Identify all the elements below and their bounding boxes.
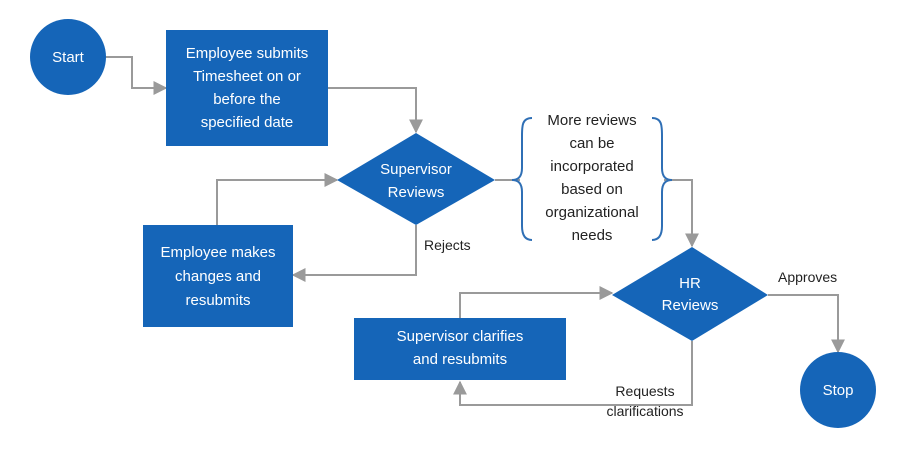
supervisor-review-decision	[337, 133, 495, 225]
connector-submit-to-supervisor-review	[328, 87, 423, 134]
requests-label-line-1: Requests	[615, 383, 674, 399]
submit-timesheet-line-1: Employee submits	[186, 45, 309, 62]
employee-changes-node	[143, 225, 293, 327]
connector-hr-review-approves	[768, 294, 845, 354]
submit-timesheet-line-2: Timesheet on or	[193, 68, 301, 85]
start-label: Start	[52, 49, 85, 66]
connector-changes-to-supervisor-review	[216, 173, 339, 225]
note-line-1: More reviews	[547, 112, 636, 129]
supervisor-clarifies-line-1: Supervisor clarifies	[397, 328, 524, 345]
employee-changes-line-2: changes and	[175, 268, 261, 285]
requests-label-line-2: clarifications	[606, 403, 683, 419]
note-line-3: incorporated	[550, 158, 633, 175]
note-line-6: needs	[572, 227, 613, 244]
stop-label: Stop	[823, 382, 854, 399]
supervisor-clarifies-line-2: and resubmits	[413, 351, 507, 368]
supervisor-review-line-1: Supervisor	[380, 161, 452, 178]
supervisor-clarifies-node	[354, 318, 566, 380]
employee-changes-line-3: resubmits	[185, 292, 250, 309]
stop-node	[800, 352, 876, 428]
note-line-5: organizational	[545, 204, 638, 221]
hr-review-line-2: Reviews	[662, 297, 719, 314]
right-brace	[651, 117, 673, 241]
start-node	[30, 19, 106, 95]
submit-timesheet-node	[166, 30, 328, 146]
connector-supervisor-review-rejects	[291, 225, 417, 282]
supervisor-review-line-2: Reviews	[388, 184, 445, 201]
connector-note-to-hr-review	[664, 179, 699, 248]
rejects-label: Rejects	[424, 237, 471, 253]
connector-hr-review-requests-clarifications	[453, 341, 693, 406]
connector-clarifies-to-hr-review	[459, 286, 614, 318]
submit-timesheet-line-3: before the	[213, 91, 281, 108]
left-brace	[511, 117, 533, 241]
hr-review-decision	[612, 247, 768, 341]
connector-start-to-submit	[105, 56, 168, 95]
submit-timesheet-line-4: specified date	[201, 114, 294, 131]
hr-review-line-1: HR	[679, 275, 701, 292]
note-line-2: can be	[569, 135, 614, 152]
employee-changes-line-1: Employee makes	[160, 244, 275, 261]
note-line-4: based on	[561, 181, 623, 198]
approves-label: Approves	[778, 269, 837, 285]
